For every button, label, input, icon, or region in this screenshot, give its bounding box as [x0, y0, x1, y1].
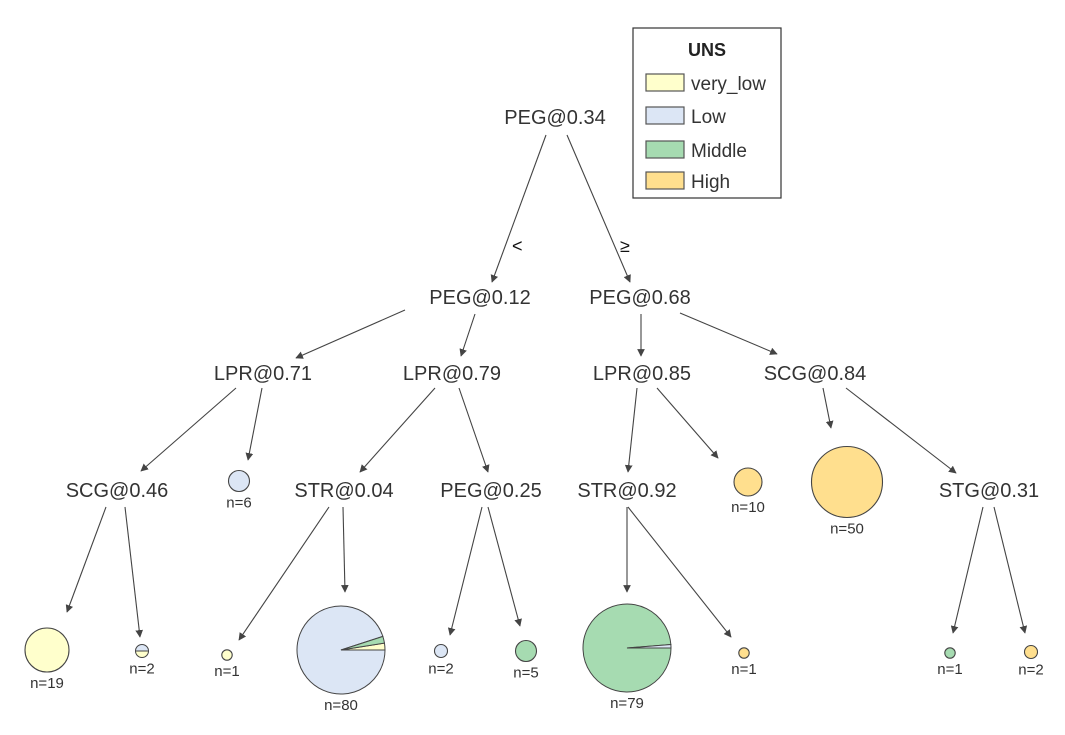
leaf-count-label: n=1: [937, 661, 962, 678]
leaf-node-rrrl: n=1: [937, 647, 963, 678]
leaf-node-lrrr: n=5: [513, 639, 539, 682]
edge-rll-to-rllr: [627, 506, 732, 638]
split-node-rr: SCG@0.84: [764, 363, 867, 385]
legend-swatch-high: [645, 171, 685, 190]
legend-label-very-low: very_low: [691, 74, 766, 95]
leaf-node-lrll: n=1: [214, 649, 240, 680]
edge-lr-to-lrl: [359, 387, 436, 473]
edge-l-to-lr: [459, 313, 476, 357]
split-node-lll: SCG@0.46: [66, 480, 169, 502]
leaf-slice-High: [810, 445, 884, 519]
legend-title: UNS: [688, 40, 726, 60]
edge-label-greater-equal: ≥: [620, 236, 630, 256]
edge-lll-to-lllr: [124, 506, 144, 638]
leaf-slice-Low: [433, 643, 449, 659]
tree-edges: [65, 134, 1028, 641]
edge-root-to-r: [566, 134, 631, 283]
edge-lrr-to-lrrl: [447, 506, 483, 636]
split-node-rll: STR@0.92: [577, 480, 676, 502]
leaf-slice-Low: [626, 643, 672, 649]
edge-lr-to-lrr: [458, 387, 490, 473]
leaf-count-label: n=19: [30, 675, 64, 692]
leaf-node-rrl: n=50: [810, 445, 884, 538]
leaf-count-label: n=2: [1018, 662, 1043, 679]
leaf-node-lrrl: n=2: [428, 643, 454, 678]
leaf-node-rlll: n=79: [582, 603, 672, 712]
leaf-slice-High: [1023, 644, 1039, 660]
leaf-node-llll: n=19: [24, 627, 70, 692]
leaf-slice-Low: [227, 469, 251, 493]
edge-label-less-than: <: [512, 236, 523, 256]
edge-lrl-to-lrll: [238, 506, 330, 641]
split-node-rrr: STG@0.31: [939, 480, 1039, 502]
leaf-slice-Middle: [944, 647, 956, 659]
leaf-slice-High: [733, 467, 763, 497]
edge-rr-to-rrl: [822, 387, 834, 429]
leaf-node-rrrr: n=2: [1018, 644, 1044, 679]
legend-label-middle: Middle: [691, 141, 747, 162]
leaf-node-llr: n=6: [226, 469, 252, 512]
leaf-count-label: n=2: [428, 661, 453, 678]
split-node-ll: LPR@0.71: [214, 363, 312, 385]
edge-ll-to-llr: [245, 387, 263, 461]
split-node-rl: LPR@0.85: [593, 363, 691, 385]
edge-rrr-to-rrrr: [993, 506, 1028, 634]
legend-label-high: High: [691, 172, 730, 193]
leaf-slice-Middle: [514, 639, 538, 663]
leaf-node-rllr: n=1: [731, 647, 757, 678]
edge-lll-to-llll: [65, 506, 107, 613]
leaf-slice-High: [738, 647, 750, 659]
leaf-count-label: n=79: [610, 695, 644, 712]
leaf-node-rlr: n=10: [731, 467, 765, 516]
leaf-node-lllr: n=2: [129, 644, 155, 678]
leaf-slice-Middle: [340, 635, 386, 651]
leaf-count-label: n=1: [731, 661, 756, 678]
leaf-count-label: n=2: [129, 661, 154, 678]
edge-rrr-to-rrrl: [950, 506, 984, 634]
leaf-node-lrlr: n=80: [296, 605, 386, 714]
leaf-count-label: n=10: [731, 499, 765, 516]
split-node-lrr: PEG@0.25: [440, 480, 541, 502]
split-node-l: PEG@0.12: [429, 287, 530, 309]
legend-label-low: Low: [691, 107, 726, 128]
split-node-r: PEG@0.68: [589, 287, 690, 309]
edge-lrr-to-lrrr: [487, 506, 522, 627]
split-node-root: PEG@0.34: [504, 107, 605, 129]
leaf-slice-very_low: [221, 649, 233, 661]
legend: UNS very_low Low Middle High: [632, 27, 782, 199]
leaf-count-label: n=5: [513, 665, 538, 682]
leaf-count-label: n=1: [214, 663, 239, 680]
edge-rl-to-rlr: [656, 387, 719, 459]
edge-lrl-to-lrlr: [340, 506, 349, 593]
leaf-slice-very_low: [24, 627, 70, 673]
edge-root-to-l: [490, 134, 547, 283]
leaf-count-label: n=80: [324, 697, 358, 714]
legend-swatch-low: [645, 106, 685, 125]
leaf-slice-very_low: [134, 650, 150, 658]
leaf-nodes: n=6 n=19 n=2 n=1 n=80 n=2 n=5 n=10 n=79 n=1 n=50 n=…: [24, 445, 1044, 714]
split-node-lrl: STR@0.04: [294, 480, 393, 502]
edge-l-to-ll: [295, 309, 406, 359]
legend-swatch-middle: [645, 140, 685, 159]
leaf-count-label: n=50: [830, 521, 864, 538]
edge-r-to-rr: [679, 312, 778, 355]
edge-rl-to-rll: [624, 387, 638, 473]
split-node-lr: LPR@0.79: [403, 363, 501, 385]
edge-ll-to-lll: [140, 387, 237, 472]
edge-rr-to-rrr: [845, 387, 957, 474]
leaf-slice-Low: [134, 644, 150, 652]
legend-swatch-very-low: [645, 73, 685, 92]
leaf-count-label: n=6: [226, 495, 251, 512]
